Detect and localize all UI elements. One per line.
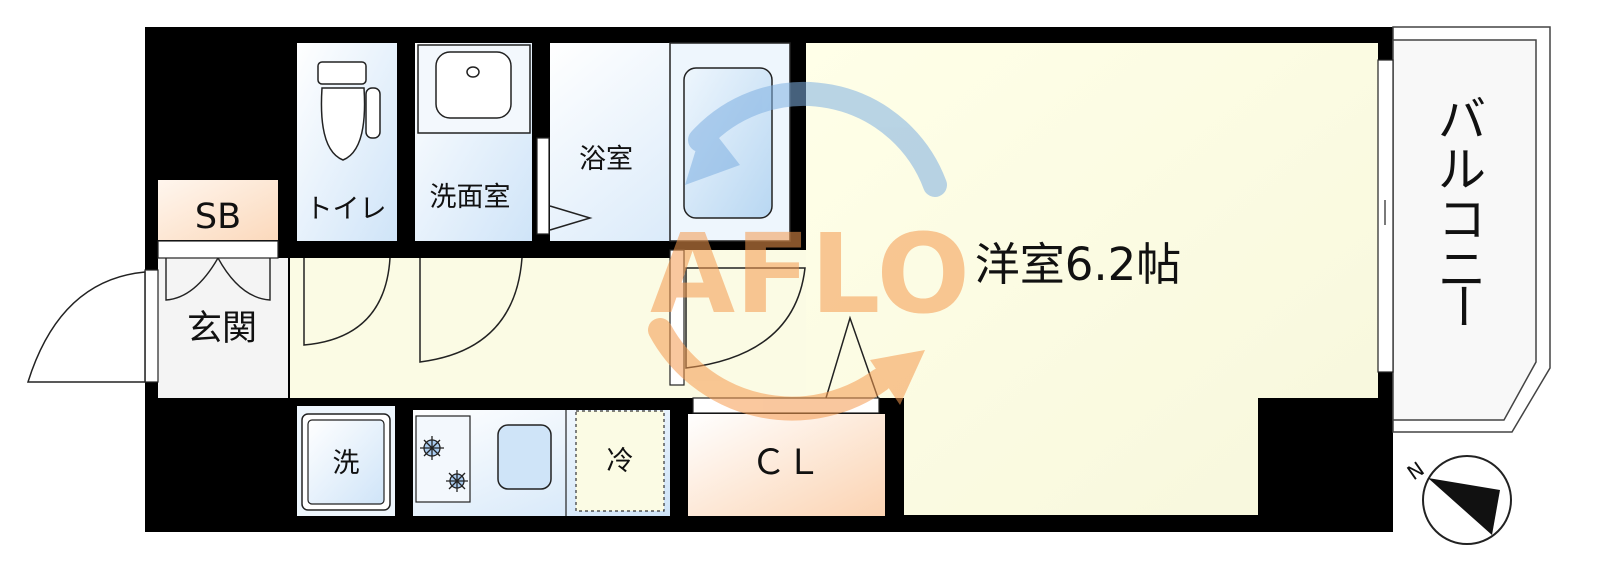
entrance-floor — [158, 258, 288, 398]
watermark-arc-orange-icon — [648, 318, 892, 421]
sink-icon — [417, 44, 531, 134]
entrance-door-jamb — [144, 269, 159, 383]
shoe-box-door-swing — [165, 257, 271, 301]
toilet-icon — [317, 61, 381, 161]
balcony-char: ニ — [1438, 242, 1486, 298]
shoe-box-label: SB — [195, 197, 241, 237]
bathroom-label: 浴室 — [579, 144, 633, 175]
compass-north-label: N — [1403, 457, 1429, 485]
toilet-label: トイレ — [306, 194, 387, 225]
compass-arrow-icon — [1428, 478, 1500, 535]
watermark-text: AFLO — [650, 210, 970, 338]
western-room-floor — [806, 43, 1378, 515]
stove-icon — [415, 415, 471, 503]
toilet-door-swing — [303, 257, 391, 346]
watermark-arrow-blue-icon — [685, 120, 740, 185]
closet-floor — [688, 414, 885, 516]
refrigerator-label: 冷 — [607, 446, 634, 477]
watermark: AFLO — [648, 81, 970, 421]
washroom-label: 洗面室 — [430, 182, 511, 213]
balcony-char: ー — [1434, 282, 1490, 330]
entrance-door-swing — [26, 271, 146, 383]
balcony-label: バ ル コ ニ ー — [1434, 92, 1490, 330]
balcony-char: コ — [1438, 192, 1486, 248]
burner-icons — [420, 436, 468, 492]
shoe-box-doors — [157, 240, 279, 259]
watermark-arc-blue-icon — [688, 81, 947, 197]
western-room-label: 洋室6.2帖 — [975, 238, 1182, 291]
balcony-char: ル — [1438, 142, 1486, 198]
washroom-door-swing — [419, 257, 523, 363]
entrance-label: 玄関 — [187, 309, 257, 349]
washing-machine-label: 洗 — [333, 448, 360, 479]
closet-label: ＣＬ — [751, 443, 821, 483]
hallway-floor — [290, 258, 670, 398]
washing-machine-icon — [307, 419, 385, 505]
bath-door-jamb — [536, 137, 550, 235]
balcony-char: バ — [1438, 92, 1486, 148]
refrigerator-space — [575, 410, 665, 512]
bath-door-swing — [549, 205, 593, 231]
closet-door-swing — [825, 315, 879, 399]
kitchen-sink-icon — [497, 424, 552, 490]
compass: N — [1403, 455, 1512, 545]
watermark-arrow-orange-icon — [870, 350, 925, 405]
shoe-box — [158, 180, 278, 240]
